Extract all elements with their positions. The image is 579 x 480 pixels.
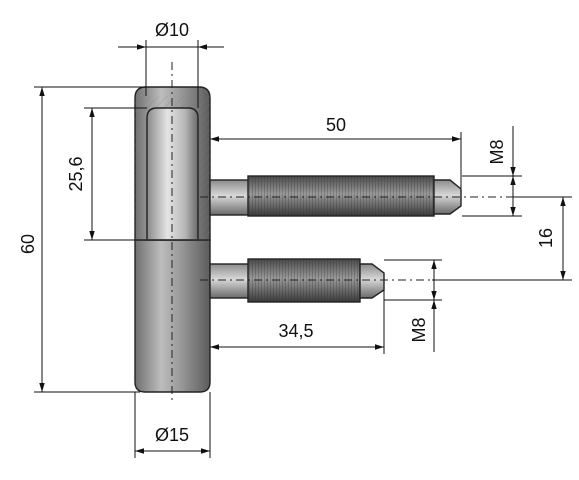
dim-upper-pin-length: 50 [210,115,462,188]
dim-upper-thread: M8 [462,126,522,217]
dim-lower-pin-length-label: 34,5 [278,321,313,341]
upper-threaded-pin [200,175,514,217]
dim-overall-height: 60 [18,86,146,393]
hinge-body [134,62,211,402]
dim-lower-pin-length: 34,5 [210,290,385,354]
upper-pin-thread-texture [248,176,434,216]
dim-pin-spacing-label: 16 [536,228,556,248]
dim-upper-sleeve-height-label: 25,6 [66,156,86,191]
lower-threaded-pin [200,258,432,303]
lower-pin-tip [359,263,385,299]
dim-overall-height-label: 60 [18,234,38,254]
dim-upper-sleeve-height: 25,6 [66,107,147,241]
dim-bottom-diameter-label: Ø15 [155,425,189,445]
dim-top-diameter-label: Ø10 [155,20,189,40]
dim-lower-thread: M8 [384,259,442,352]
lower-pin-shank [209,263,251,299]
dim-top-diameter: Ø10 [118,20,224,108]
dim-lower-thread-label: M8 [409,317,429,342]
dim-upper-pin-length-label: 50 [326,115,346,135]
dim-upper-thread-label: M8 [487,139,507,164]
dim-pin-spacing: 16 [432,196,572,281]
dim-bottom-diameter: Ø15 [134,392,211,458]
